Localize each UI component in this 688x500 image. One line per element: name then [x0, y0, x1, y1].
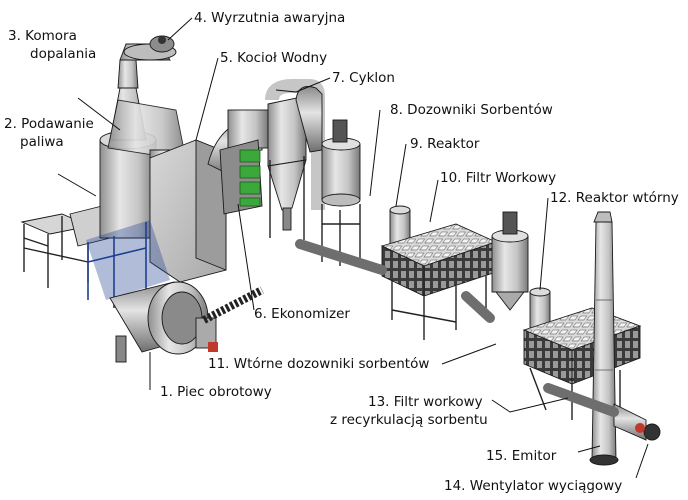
label-podawanie-paliwa-1: 2. Podawanie [4, 116, 94, 132]
rotary-kiln [86, 220, 264, 363]
label-reaktor-wtorny: 12. Reaktor wtórny [550, 190, 679, 206]
cyclone [265, 79, 325, 240]
leader-lines [57, 17, 649, 479]
label-wyrzutnia-awaryjna: 4. Wyrzutnia awaryjna [194, 10, 345, 26]
label-wtorne-dozowniki: 11. Wtórne dozowniki sorbentów [208, 356, 429, 372]
economizer [219, 139, 263, 215]
sorbent-doser [321, 119, 361, 266]
secondary-sorbent-silo [491, 211, 529, 311]
label-komora-dopalania-1: 3. Komora [8, 28, 77, 44]
label-filtr-workowy: 10. Filtr Workowy [440, 170, 556, 186]
label-piec-obrotowy: 1. Piec obrotowy [160, 384, 272, 400]
secondary-reactor [529, 287, 551, 329]
label-emitor: 15. Emitor [486, 448, 557, 464]
exhaust-fan [613, 403, 661, 441]
emergency-stack [119, 35, 177, 61]
stack-emitor [589, 211, 619, 466]
label-komora-dopalania-2: dopalania [30, 46, 96, 62]
labels: 4. Wyrzutnia awaryjna 3. Komora dopalani… [4, 10, 679, 494]
label-filtr-workowy-recyrkulacja-2: z recyrkulacją sorbentu [330, 412, 488, 428]
label-wentylator-wyciagowy: 14. Wentylator wyciągowy [444, 478, 622, 494]
label-dozowniki-sorbentow: 8. Dozowniki Sorbentów [390, 102, 553, 118]
label-filtr-workowy-recyrkulacja-1: 13. Filtr workowy [368, 394, 483, 410]
label-kociol-wodny: 5. Kocioł Wodny [220, 50, 327, 66]
label-cyklon: 7. Cyklon [332, 70, 395, 86]
ducting [295, 239, 619, 417]
label-podawanie-paliwa-2: paliwa [20, 134, 64, 150]
label-reaktor: 9. Reaktor [410, 136, 480, 152]
bag-filter [380, 223, 498, 340]
label-ekonomizer: 6. Ekonomizer [254, 306, 350, 322]
